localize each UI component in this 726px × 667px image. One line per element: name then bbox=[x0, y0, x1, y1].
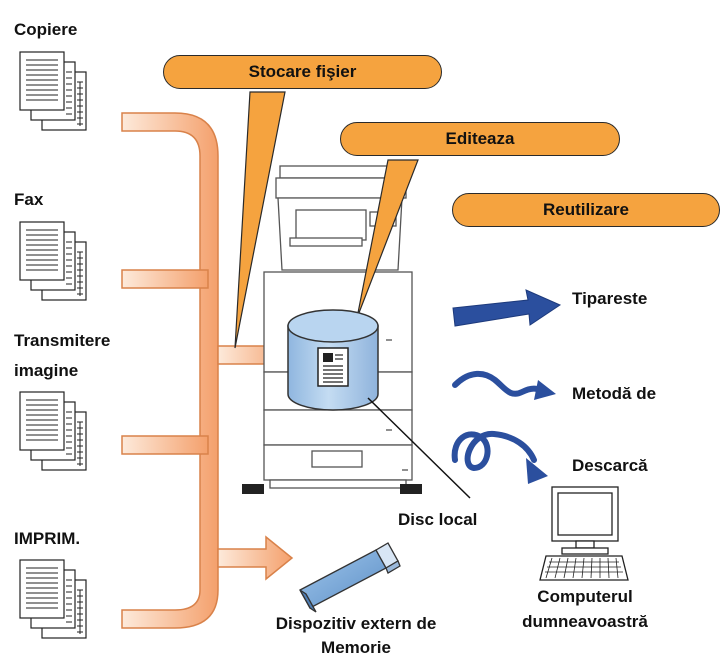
fax-docs-icon bbox=[19, 221, 87, 301]
usb-memory-icon bbox=[299, 542, 401, 613]
external-memory-label-line1: Dispozitiv extern de bbox=[275, 614, 437, 633]
edit-callout: Editeaza bbox=[340, 122, 620, 156]
transmit-docs-icon bbox=[19, 391, 87, 471]
download-action-label: Descarcă bbox=[572, 456, 648, 475]
local-disk-icon bbox=[287, 309, 379, 411]
edit-pointer bbox=[356, 159, 419, 319]
print-action-label: Tipareste bbox=[572, 289, 648, 308]
copier-docs-icon bbox=[19, 51, 87, 131]
computer-label-line2: dumneavoastră bbox=[522, 612, 648, 631]
computer-label-line1: Computerul bbox=[537, 587, 633, 606]
method-action-label: Metodă de bbox=[572, 384, 657, 403]
method-arrow-icon bbox=[452, 370, 556, 400]
reuse-callout: Reutilizare bbox=[452, 193, 720, 227]
external-memory-label-line2: Memorie bbox=[321, 638, 391, 657]
edit-label: Editeaza bbox=[445, 129, 515, 148]
local-disk-label: Disc local bbox=[398, 510, 478, 529]
file-storage-pointer bbox=[234, 91, 286, 349]
file-storage-label: Stocare fişier bbox=[248, 62, 357, 81]
transmit-label-line2: imagine bbox=[14, 361, 79, 380]
local-disk-leader-line bbox=[367, 397, 471, 499]
fax-label: Fax bbox=[14, 190, 44, 209]
file-storage-callout: Stocare fişier bbox=[163, 55, 442, 89]
print-arrow-icon bbox=[452, 289, 562, 327]
flow-connector bbox=[121, 112, 294, 629]
copier-label: Copiere bbox=[14, 20, 78, 39]
computer-icon bbox=[539, 486, 629, 581]
transmit-label-line1: Transmitere bbox=[14, 331, 111, 350]
print-source-label: IMPRIM. bbox=[14, 529, 81, 548]
reuse-label: Reutilizare bbox=[543, 200, 629, 219]
print-docs-icon bbox=[19, 559, 87, 639]
download-arrow-icon bbox=[451, 431, 548, 484]
